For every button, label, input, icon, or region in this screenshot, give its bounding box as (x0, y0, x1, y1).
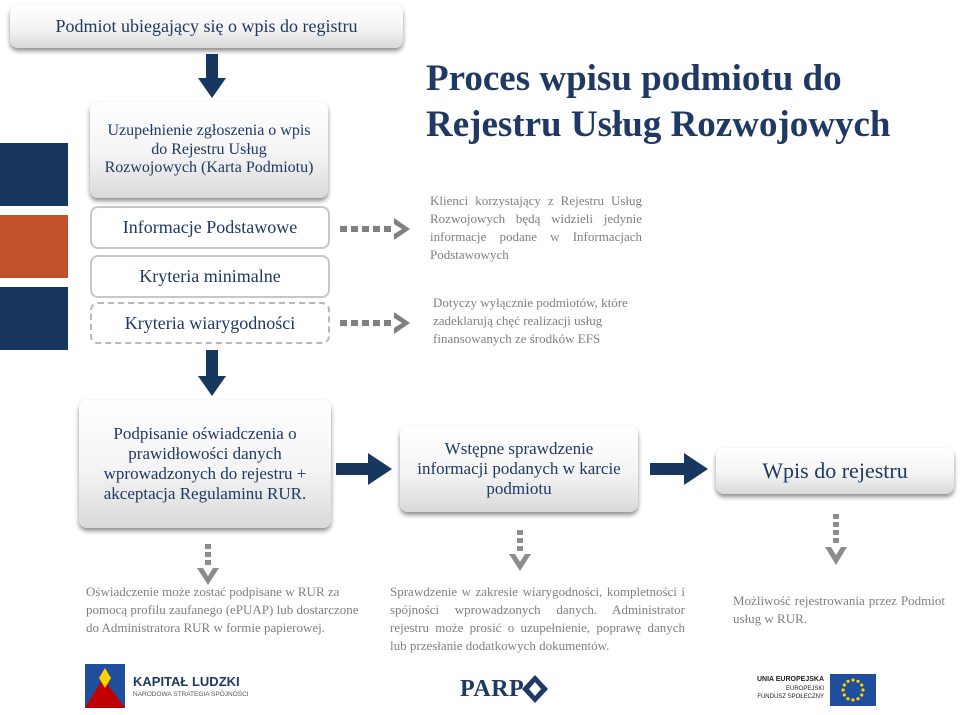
dotted-arrow-down-1 (197, 544, 219, 585)
sprawdzenie-text: Wstępne sprawdzenie informacji podanych … (417, 438, 621, 499)
page-title: Proces wpisu podmiotu do Rejestru Usług … (426, 56, 946, 148)
sprawdzenie-box: Wstępne sprawdzenie informacji podanych … (400, 426, 638, 512)
applicant-text: Podmiot ubiegający się o wpis do registr… (55, 15, 358, 36)
dotted-arrow-down-2 (509, 530, 531, 571)
kapital-ludzki-subtitle: NARODOWA STRATEGIA SPÓJNOŚCI (133, 691, 249, 698)
arrow-right-1 (336, 453, 392, 485)
kryteria-min-text: Kryteria minimalne (139, 266, 281, 286)
wpis-box: Wpis do rejestru (716, 448, 954, 494)
kryteria-wiar-box: Kryteria wiarygodności (90, 302, 330, 344)
parp-text: PARP (460, 676, 525, 702)
decor-square-navy-1 (0, 143, 68, 206)
podpisanie-text: Podpisanie oświadczenia o prawidłowości … (103, 423, 307, 504)
arrow-right-2 (650, 453, 708, 485)
kapital-ludzki-title: KAPITAŁ LUDZKI (133, 674, 240, 689)
karta-podmiotu-text: Uzupełnienie zgłoszenia o wpis do Rejest… (104, 121, 314, 177)
decor-square-orange (0, 215, 68, 278)
wpis-text: Wpis do rejestru (762, 458, 908, 484)
title-line-1: Proces wpisu podmiotu do (426, 58, 842, 99)
info-podstawowe-box: Informacje Podstawowe (90, 206, 330, 249)
dotted-arrow-right-2 (340, 312, 410, 334)
kryteria-min-box: Kryteria minimalne (90, 255, 330, 298)
kryteria-wiar-text: Kryteria wiarygodności (124, 312, 296, 333)
info-podstawowe-text: Informacje Podstawowe (122, 217, 298, 237)
karta-podmiotu-box: Uzupełnienie zgłoszenia o wpis do Rejest… (90, 102, 328, 198)
note-mozliwosc: Możliwość rejestrowania przez Podmiot us… (733, 593, 945, 626)
podpisanie-box: Podpisanie oświadczenia o prawidłowości … (79, 400, 331, 528)
arrow-down-1 (198, 54, 226, 98)
kapital-ludzki-emblem-icon (85, 664, 125, 708)
note-sprawdzenie: Sprawdzenie w zakresie wiarygodności, ko… (390, 584, 685, 653)
note-oswiadczenie: Oświadczenie może zostać podpisane w RUR… (86, 584, 359, 635)
arrow-down-2 (198, 350, 226, 396)
ue-title: UNIA EUROPEJSKA (756, 676, 824, 683)
note-dotyczy: Dotyczy wyłącznie podmiotów, które zadek… (433, 295, 628, 346)
decor-square-navy-2 (0, 287, 68, 350)
kapital-ludzki-logo: KAPITAŁ LUDZKI NARODOWA STRATEGIA SPÓJNO… (85, 664, 265, 710)
ue-subtitle-2: FUNDUSZ SPOŁECZNY (757, 694, 824, 700)
dotted-arrow-down-3 (825, 514, 847, 565)
note-klienci: Klienci korzystający z Rejestru Usług Ro… (430, 193, 642, 262)
parp-logo: PARP (460, 674, 555, 706)
title-line-2: Rejestru Usług Rozwojowych (426, 103, 891, 145)
parp-emblem-icon (522, 675, 548, 703)
ue-efs-logo: UNIA EUROPEJSKA EUROPEJSKI FUNDUSZ SPOŁE… (752, 674, 876, 708)
applicant-box: Podmiot ubiegający się o wpis do registr… (10, 5, 403, 48)
ue-subtitle-1: EUROPEJSKI (785, 686, 824, 692)
eu-flag-icon (830, 674, 876, 706)
dotted-arrow-right-1 (340, 218, 410, 240)
